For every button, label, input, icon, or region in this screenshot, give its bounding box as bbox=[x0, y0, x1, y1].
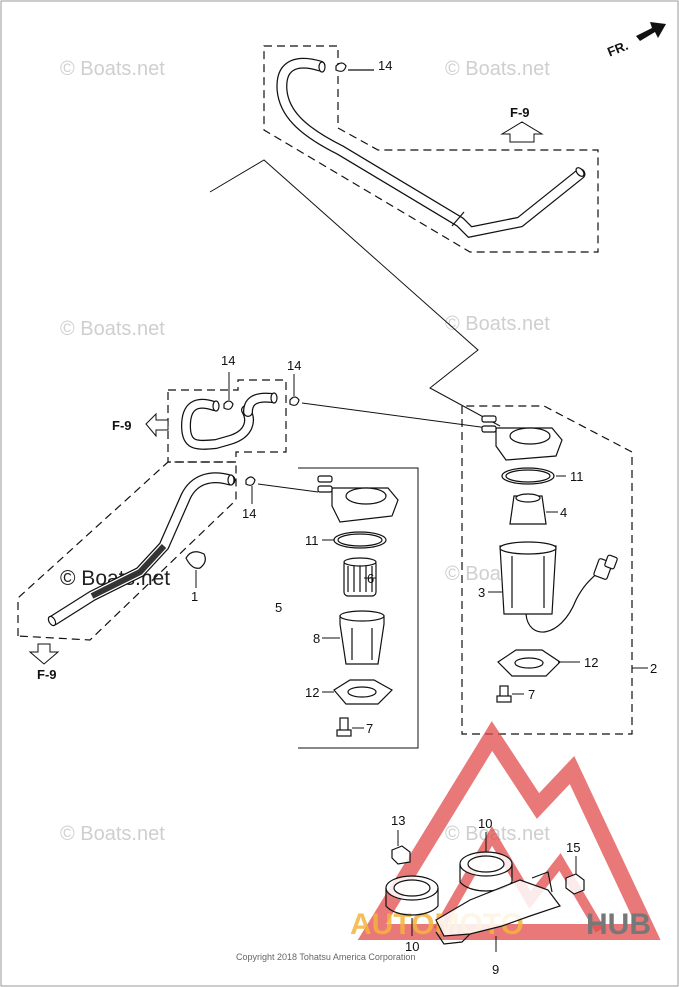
callout-10: 10 bbox=[478, 816, 492, 831]
ref-f9: F-9 bbox=[510, 105, 530, 120]
copyright-text: Copyright 2018 Tohatsu America Corporati… bbox=[236, 952, 415, 962]
top-hose-boundary bbox=[263, 45, 599, 253]
clamp-icon bbox=[185, 551, 206, 569]
callout-11: 11 bbox=[570, 469, 584, 484]
watermark: © Boats.net bbox=[445, 823, 550, 845]
down-arrow-icon bbox=[28, 643, 60, 665]
callout-2: 2 bbox=[650, 661, 657, 676]
bracket-assembly bbox=[385, 830, 585, 952]
left-arrow-icon bbox=[145, 412, 169, 438]
callout-6: 6 bbox=[367, 571, 374, 586]
callout-14: 14 bbox=[287, 358, 301, 373]
filter-assembly-2 bbox=[461, 405, 633, 735]
ref-f9: F-9 bbox=[37, 667, 57, 682]
callout-14: 14 bbox=[242, 506, 256, 521]
watermark: © Boats.net bbox=[445, 58, 550, 80]
watermark: © Boats.net bbox=[445, 313, 550, 335]
filter-cup bbox=[339, 615, 385, 665]
callout-9: 9 bbox=[492, 962, 499, 977]
callout-13: 13 bbox=[391, 813, 405, 828]
front-direction-indicator: FR. bbox=[605, 22, 666, 60]
callout-1: 1 bbox=[191, 589, 198, 604]
watermark: © Boats.net bbox=[60, 58, 165, 80]
callout-7: 7 bbox=[366, 721, 373, 736]
filter-assembly-5 bbox=[298, 467, 419, 749]
callout-4: 4 bbox=[560, 505, 567, 520]
callout-8: 8 bbox=[313, 631, 320, 646]
hose-band bbox=[451, 211, 465, 227]
up-arrow-icon bbox=[500, 121, 544, 143]
callout-5: 5 bbox=[275, 600, 282, 615]
watermark: © Boats.net bbox=[60, 823, 165, 845]
middle-hose-group bbox=[145, 372, 489, 463]
callout-12: 12 bbox=[584, 655, 598, 670]
callout-10: 10 bbox=[405, 939, 419, 954]
watermark: © Boats.net bbox=[60, 318, 165, 340]
front-arrow-icon bbox=[636, 22, 666, 41]
front-label: FR. bbox=[605, 38, 630, 60]
callout-12: 12 bbox=[305, 685, 319, 700]
lower-hose-boundary bbox=[17, 461, 237, 641]
callout-14: 14 bbox=[221, 353, 235, 368]
callout-7: 7 bbox=[528, 687, 535, 702]
callout-15: 15 bbox=[566, 840, 580, 855]
ref-f9: F-9 bbox=[112, 418, 132, 433]
logo-text-secondary: HUB bbox=[586, 908, 651, 941]
hose-clip-icon bbox=[335, 62, 347, 72]
top-hose-group bbox=[209, 45, 599, 427]
callout-14: 14 bbox=[378, 58, 392, 73]
lower-hose-group bbox=[17, 461, 319, 665]
callout-3: 3 bbox=[478, 585, 485, 600]
callout-11: 11 bbox=[305, 533, 319, 548]
